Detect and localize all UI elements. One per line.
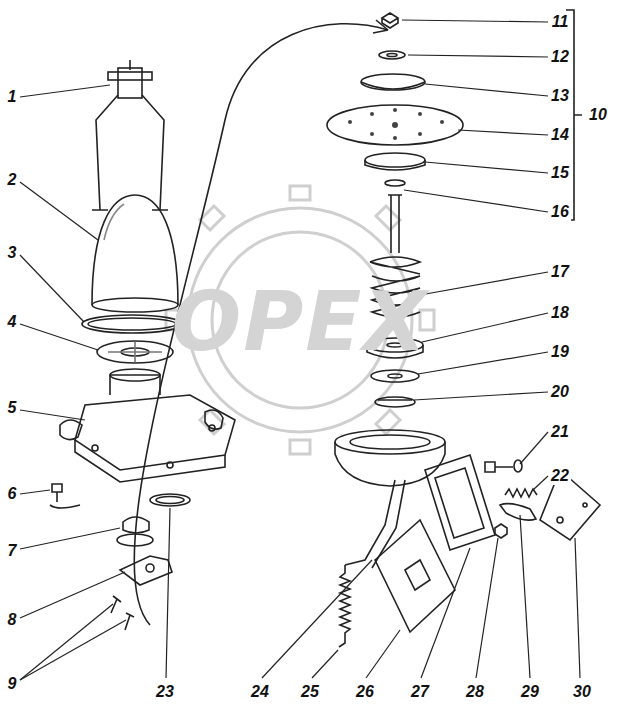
- callout-number: 13: [549, 87, 571, 105]
- callout-number: 6: [6, 485, 19, 503]
- callout-number: 11: [550, 13, 571, 31]
- watermark: ОРЕХ: [171, 281, 428, 363]
- callout-number: 19: [549, 343, 571, 361]
- callout-number: 7: [6, 542, 19, 560]
- callout-number: 30: [571, 683, 593, 701]
- callout-number: 1: [6, 88, 19, 106]
- watermark-gear: [166, 186, 434, 454]
- callout-number: 10: [587, 106, 609, 124]
- callout-number: 27: [409, 683, 431, 701]
- callout-number: 5: [6, 399, 19, 417]
- callout-number: 23: [154, 683, 176, 701]
- callout-number: 14: [549, 126, 571, 144]
- callout-number: 25: [299, 683, 321, 701]
- callout-number: 4: [6, 313, 19, 331]
- callout-number: 20: [549, 383, 571, 401]
- callout-number: 29: [519, 683, 541, 701]
- callout-number: 12: [549, 48, 571, 66]
- callout-number: 9: [6, 675, 19, 693]
- callout-number: 18: [549, 304, 571, 322]
- callout-number: 8: [6, 611, 19, 629]
- callout-number: 15: [549, 164, 571, 182]
- callout-number: 26: [354, 683, 376, 701]
- leader-lines: [20, 20, 580, 680]
- callout-number: 22: [549, 467, 571, 485]
- callout-number: 2: [6, 171, 19, 189]
- callout-number: 24: [249, 683, 271, 701]
- callout-number: 28: [464, 683, 486, 701]
- callout-number: 21: [549, 423, 571, 441]
- callout-number: 16: [549, 203, 571, 221]
- callout-number: 17: [549, 263, 571, 281]
- callout-number: 3: [6, 244, 19, 262]
